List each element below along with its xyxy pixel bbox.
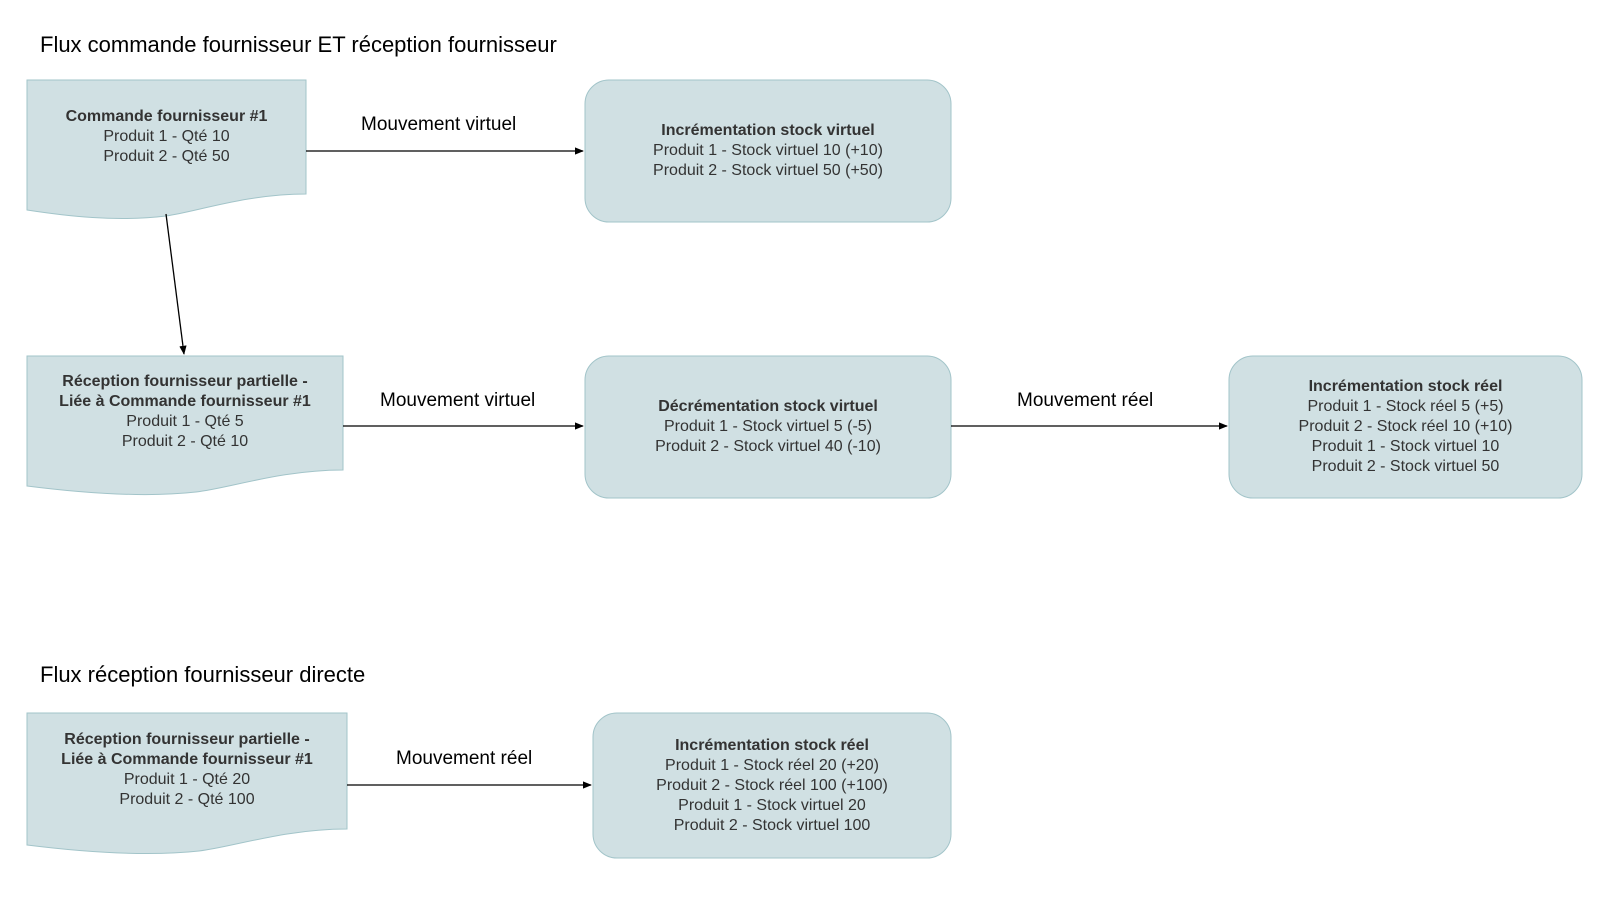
inc-real-1-node: Incrémentation stock réel Produit 1 - St… [1229,356,1582,498]
direct-flow-title: Flux réception fournisseur directe [40,662,366,687]
direct-reception-shape[interactable] [26,712,348,854]
direct-reception-node: Réception fournisseur partielle - Liée à… [27,722,347,818]
dec-virtual-node: Décrémentation stock virtuel Produit 1 -… [585,356,951,498]
inc-real-1-shape[interactable] [1228,355,1583,499]
order1-node: Commande fournisseur #1 Produit 1 - Qté … [27,94,306,180]
dec-virtual-shape[interactable] [584,355,952,499]
direct-reception-title: Réception fournisseur partielle - [64,731,310,748]
inc-real-1-title: Incrémentation stock réel [1308,378,1503,395]
partial-reception-line: Produit 2 - Qté 10 [121,433,249,450]
dec-virtual-title: Décrémentation stock virtuel [658,398,878,415]
inc-real-2-line: Produit 2 - Stock réel 100 (+100) [656,776,888,794]
inc-real-1-line: Produit 1 - Stock réel 5 (+5) [1307,398,1504,415]
partial-reception-line: Produit 1 - Qté 5 [126,413,244,430]
inc-real-2-line: Produit 1 - Stock virtuel 20 [678,796,866,814]
order1-line: Produit 1 - Qté 10 [103,128,230,145]
partial-reception-title: Réception fournisseur partielle - [62,373,308,390]
inc-virtual-shape[interactable] [584,79,952,223]
edge-label-reception-to-dec-virtual: Mouvement virtuel [380,390,536,411]
order1-line: Produit 2 - Qté 50 [103,148,230,165]
edge-label-order-to-inc-virtual: Mouvement virtuel [361,114,517,135]
edge-label-dec-virtual-to-inc-real: Mouvement réel [1017,390,1154,411]
direct-reception-line: Produit 2 - Qté 100 [119,791,255,808]
inc-real-1-line: Produit 2 - Stock réel 10 (+10) [1298,418,1513,435]
inc-real-2-line: Produit 1 - Stock réel 20 (+20) [665,756,879,774]
order-flow-title: Flux commande fournisseur ET réception f… [40,32,557,57]
partial-reception-node: Réception fournisseur partielle - Liée à… [27,364,343,460]
inc-real-2-shape[interactable] [592,712,952,859]
inc-real-2-line: Produit 2 - Stock virtuel 100 [673,816,871,834]
inc-virtual-title: Incrémentation stock virtuel [661,122,875,139]
dec-virtual-line: Produit 2 - Stock virtuel 40 (-10) [655,438,881,455]
inc-real-1-line: Produit 2 - Stock virtuel 50 [1311,458,1500,475]
inc-virtual-line: Produit 1 - Stock virtuel 10 (+10) [653,142,883,159]
edge-order-to-reception[interactable] [165,213,187,355]
direct-reception-title: Liée à Commande fournisseur #1 [61,751,313,768]
edge-label-direct-to-inc-real: Mouvement réel [396,748,533,769]
inc-real-2-title: Incrémentation stock réel [675,736,869,754]
direct-reception-line: Produit 1 - Qté 20 [123,771,251,788]
partial-reception-title: Liée à Commande fournisseur #1 [59,393,311,410]
partial-reception-shape[interactable] [26,355,344,495]
inc-real-1-line: Produit 1 - Stock virtuel 10 [1311,438,1500,455]
dec-virtual-line: Produit 1 - Stock virtuel 5 (-5) [663,418,873,435]
inc-virtual-line: Produit 2 - Stock virtuel 50 (+50) [653,162,883,179]
inc-virtual-node: Incrémentation stock virtuel Produit 1 -… [585,80,951,222]
inc-real-2-node: Incrémentation stock réel Produit 1 - St… [593,713,951,858]
order1-title: Commande fournisseur #1 [65,108,268,125]
